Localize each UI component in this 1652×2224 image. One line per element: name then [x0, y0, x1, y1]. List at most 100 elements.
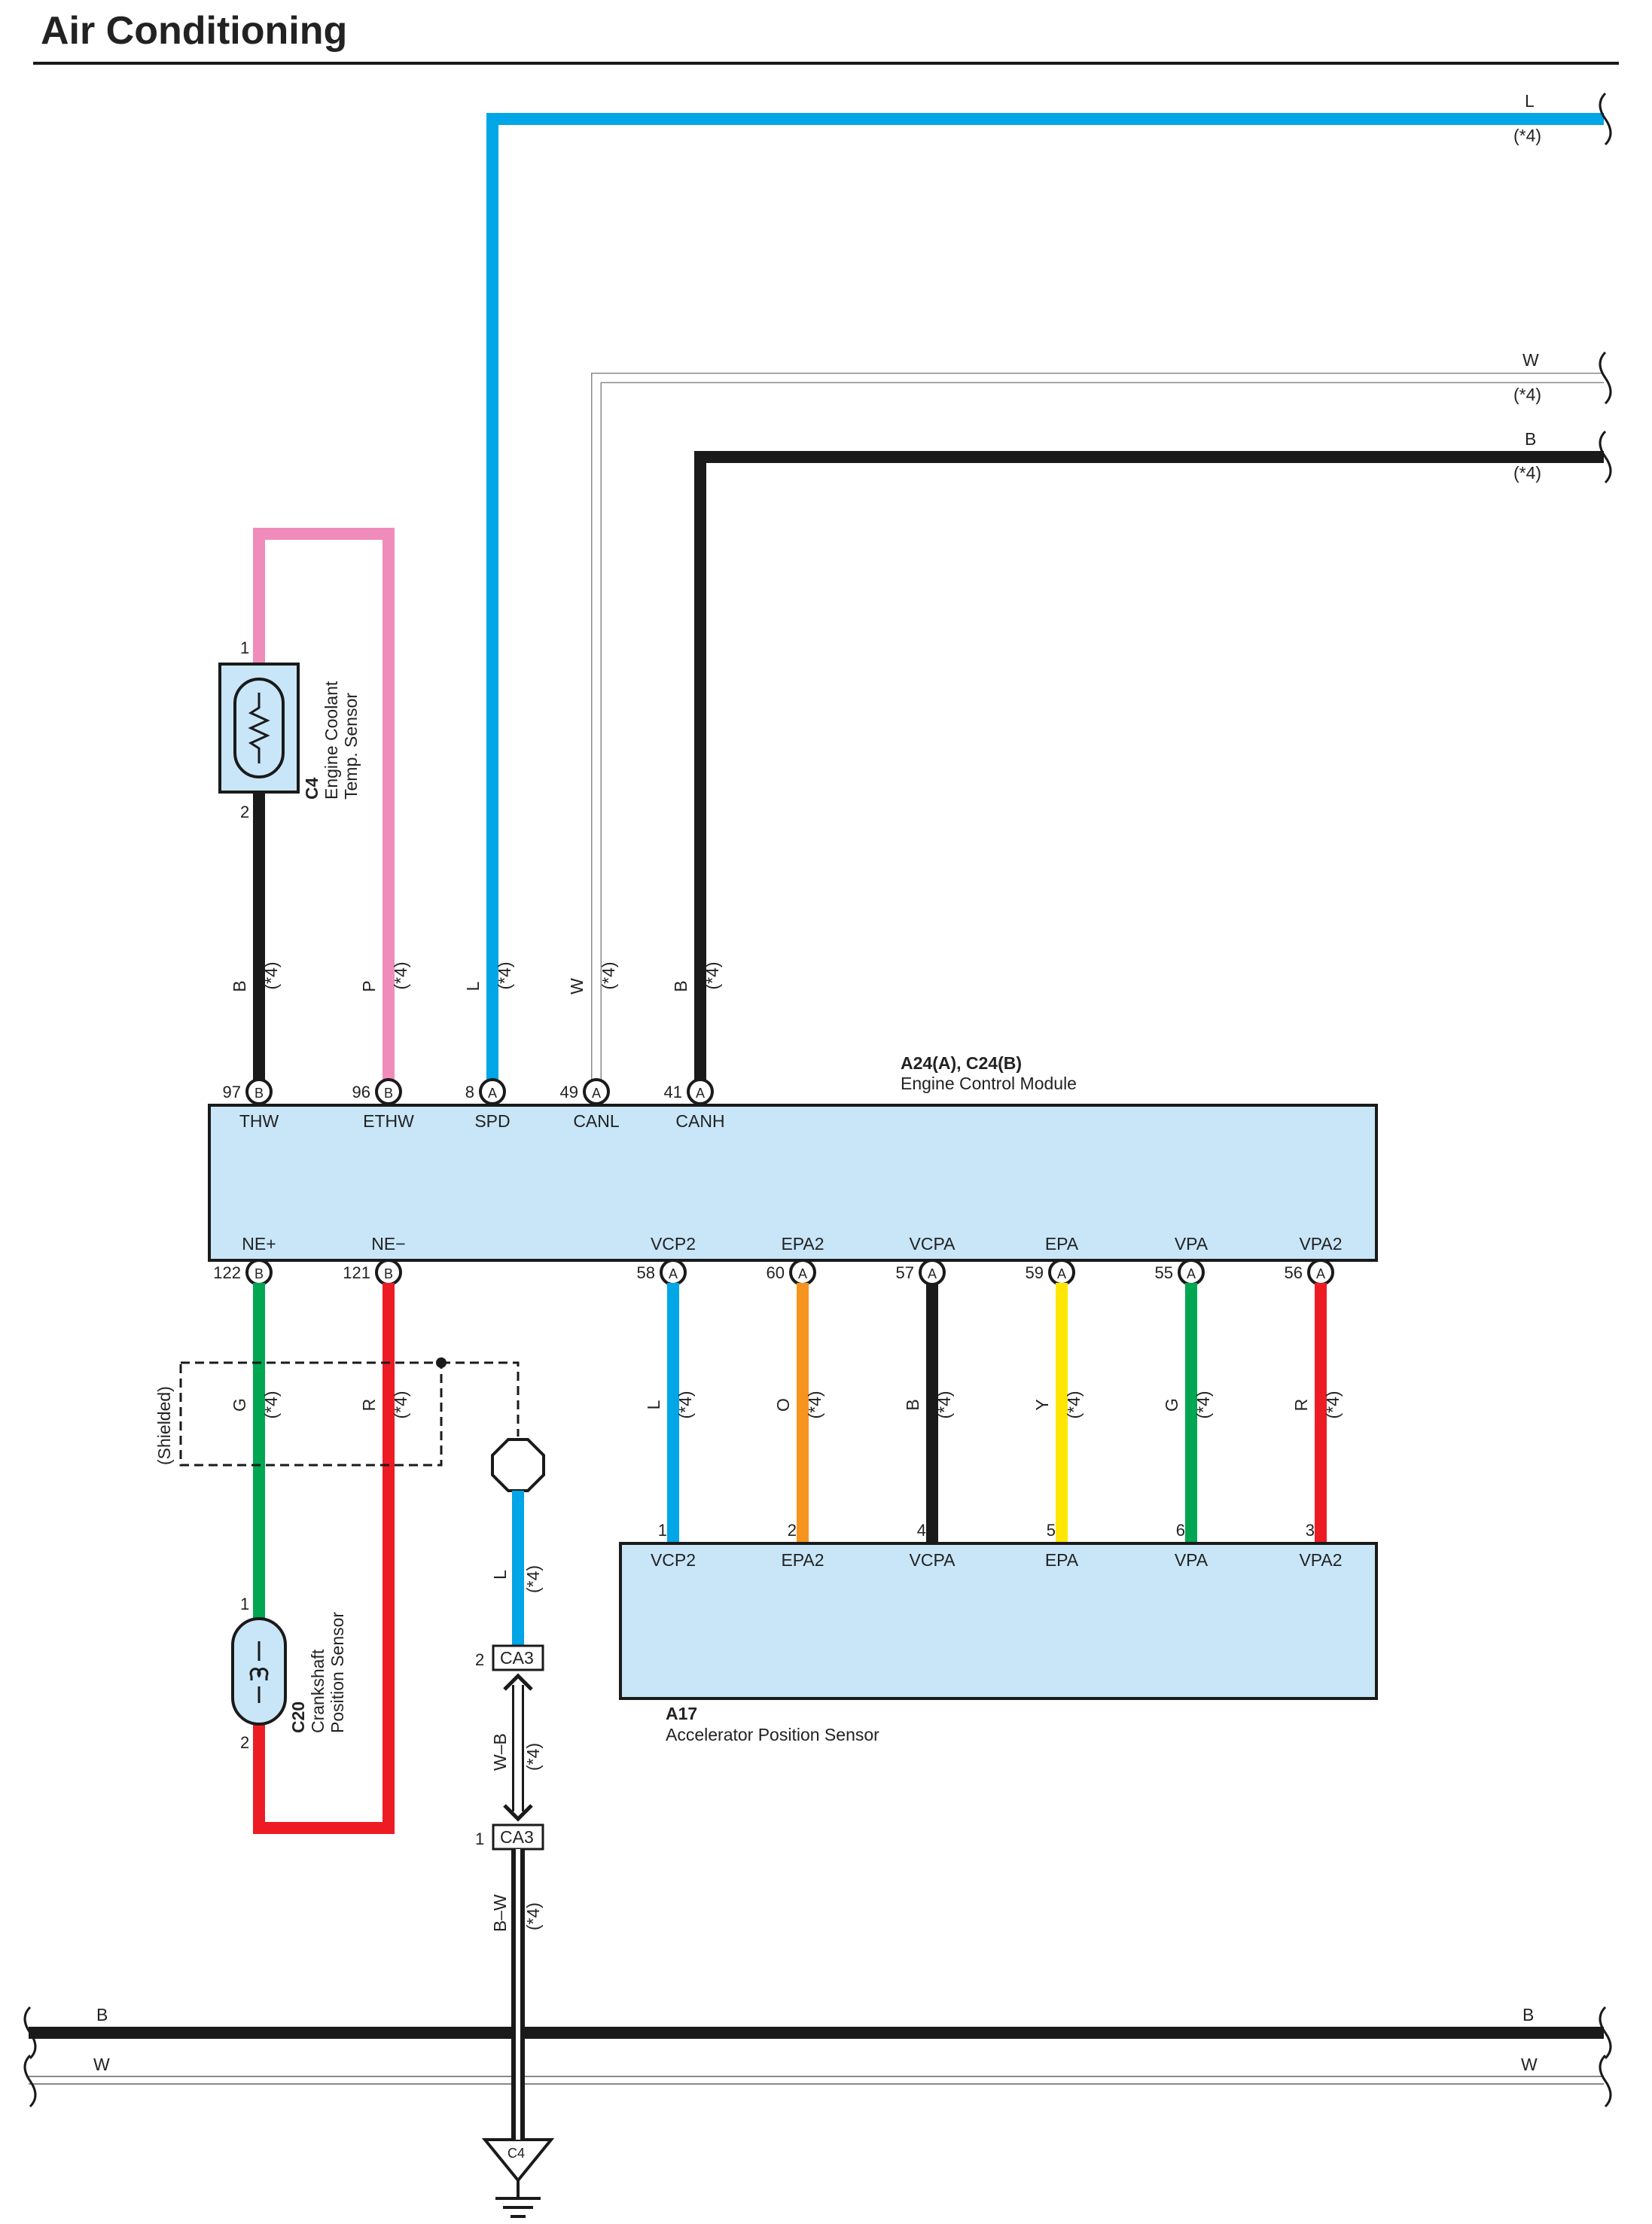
top-wire-color: P — [359, 980, 379, 992]
wire-canl-outline — [591, 373, 1604, 1092]
arrow-down-icon — [503, 1804, 533, 1822]
bottom-wire-color: O — [773, 1398, 793, 1412]
wires-top — [486, 113, 1604, 1092]
wire-ethw — [253, 528, 395, 1092]
coolant-sensor-pin-top: 1 — [240, 638, 249, 657]
accel-pin-num: 1 — [658, 1521, 667, 1540]
accel-pin-num: 3 — [1306, 1521, 1315, 1540]
shield-wire-opt: (*4) — [523, 1565, 543, 1593]
top-wire-color-group: L — [463, 981, 483, 991]
right-wire-labels: L (*4) W (*4) B (*4) — [1513, 91, 1541, 483]
top-wire-opt: (*4) — [261, 961, 281, 989]
ecm-bottom-pin-num: 56 — [1285, 1263, 1303, 1282]
shield-drain — [441, 1361, 520, 1436]
crank-sensor-pin-top: 1 — [240, 1595, 249, 1613]
ecm-bottom-pin-label: VPA — [1175, 1234, 1209, 1254]
ecm-bottom-pin-conn: A — [928, 1266, 937, 1281]
coolant-sensor-body — [233, 678, 285, 778]
crank-sensor-ref: C20 — [288, 1702, 308, 1733]
ca3-lower-label: CA3 — [500, 1827, 534, 1847]
top-wire-color: L — [463, 981, 483, 991]
bus-break-marks — [23, 2006, 1612, 2108]
right-wire-opt-w: (*4) — [1513, 385, 1541, 404]
accel-pin-label: VPA — [1175, 1550, 1209, 1570]
bottom-wire-opt: (*4) — [261, 1391, 281, 1418]
bottom-wire-color-group: L — [644, 1400, 663, 1409]
ecm-top-pin-conn: B — [255, 1086, 264, 1101]
ecm-top-pin-num: 49 — [560, 1083, 578, 1101]
ecm-top-pin-conn: B — [384, 1086, 393, 1101]
ecm-top-pin-num: 96 — [352, 1083, 370, 1101]
accel-pin-label: VCP2 — [651, 1550, 696, 1570]
top-wire-opt-group: (*4) — [495, 961, 514, 989]
mid-wire-color: W–B — [490, 1733, 510, 1771]
resistor-icon — [248, 693, 270, 763]
ecm-top-pin-num: 97 — [223, 1083, 241, 1101]
accel-sensor-ref: A17 — [666, 1704, 697, 1723]
top-wire-color: W — [567, 978, 587, 995]
bus-lines: B B W W — [23, 2005, 1612, 2108]
shield-box — [179, 1361, 443, 1467]
right-break-marks — [1599, 92, 1612, 484]
coolant-sensor-line1: Engine Coolant — [322, 681, 341, 800]
bottom-wire-color: Y — [1032, 1399, 1052, 1410]
ca3-lower-connector — [492, 1823, 544, 1851]
accel-sensor-wires — [667, 1283, 1327, 1543]
ecm-bottom-pin-conn: B — [255, 1266, 264, 1281]
ecm-bottom-pin-label: VCPA — [910, 1234, 956, 1254]
ecm-top-pin-circle — [479, 1078, 506, 1105]
top-wire-color-group: P — [359, 980, 379, 992]
bottom-wire-color-group: G — [230, 1398, 249, 1412]
accel-pin-num: 2 — [788, 1521, 797, 1540]
bottom-wire-opt: (*4) — [675, 1391, 695, 1418]
ecm-top-pin-num: 8 — [465, 1083, 474, 1101]
ecm-bottom-pin-conn: A — [1316, 1266, 1325, 1281]
lower-wire-opt: (*4) — [523, 1903, 543, 1930]
bottom-wire-opt: (*4) — [1323, 1391, 1343, 1418]
top-wire-opt-group: (*4) — [391, 961, 410, 989]
mid-wire-opt: (*4) — [523, 1743, 543, 1771]
bottom-wire-opt: (*4) — [391, 1391, 410, 1418]
bottom-wire-color-group: G — [1162, 1398, 1181, 1412]
coolant-sensor-wiring — [253, 528, 395, 1092]
ecm-bottom-pin-conn: A — [669, 1266, 678, 1281]
bottom-wire-color-group: R — [359, 1399, 379, 1412]
bottom-wire-color: B — [903, 1399, 922, 1410]
ecm-bottom-pin-label: NE− — [371, 1234, 405, 1254]
top-wire-opt-group: (*4) — [599, 961, 618, 989]
ecm-top-pin-conn: A — [592, 1086, 601, 1101]
ecm-top-pin-circle — [375, 1078, 402, 1105]
ecm-bottom-pin-label: EPA2 — [781, 1234, 824, 1254]
accel-pin-num: 4 — [917, 1521, 926, 1540]
top-wire-color-group: B — [230, 980, 249, 992]
bottom-wire-opt-group: (*4) — [934, 1391, 954, 1418]
ecm-bottom-pin-num: 60 — [767, 1263, 785, 1282]
crank-sensor-wiring — [253, 1283, 395, 1834]
accel-pin-label: VCPA — [910, 1550, 956, 1570]
bus-w-left: W — [93, 2055, 110, 2074]
bus-b-left: B — [96, 2005, 108, 2024]
ecm-bottom-pin-conn: B — [384, 1266, 393, 1281]
bottom-wire-labels: G(*4)R(*4)L(*4)O(*4)B(*4)Y(*4)G(*4)R(*4) — [230, 1391, 1343, 1418]
bus-b-right: B — [1522, 2005, 1534, 2024]
bus-w-right: W — [1521, 2055, 1538, 2074]
bottom-wire-opt: (*4) — [1193, 1391, 1213, 1418]
bottom-wire-color: L — [644, 1400, 663, 1409]
bottom-wire-color-group: R — [1291, 1399, 1311, 1412]
ca3-upper-label: CA3 — [500, 1648, 534, 1668]
ecm-bottom-pin-conn: A — [1187, 1266, 1196, 1281]
ground-ref-label: C4 — [507, 2146, 525, 2161]
shield-ground-octagon — [491, 1438, 545, 1492]
ecm-top-pin-circle — [583, 1078, 610, 1105]
coolant-sensor-ref: C4 — [302, 777, 322, 800]
top-wire-opt-group: (*4) — [703, 961, 722, 989]
right-wire-opt-l: (*4) — [1513, 126, 1541, 145]
coil-icon — [249, 1641, 269, 1703]
ecm-bottom-pin-num: 121 — [343, 1263, 370, 1282]
top-wire-color: B — [230, 980, 249, 992]
top-wire-opt: (*4) — [495, 961, 514, 989]
ecm-bottom-pins: B122NE+B121NE−A58VCP2A60EPA2A57VCPAA59EP… — [213, 1234, 1343, 1286]
ecm-name: Engine Control Module — [901, 1074, 1077, 1093]
bottom-wire-opt-group: (*4) — [1193, 1391, 1213, 1418]
